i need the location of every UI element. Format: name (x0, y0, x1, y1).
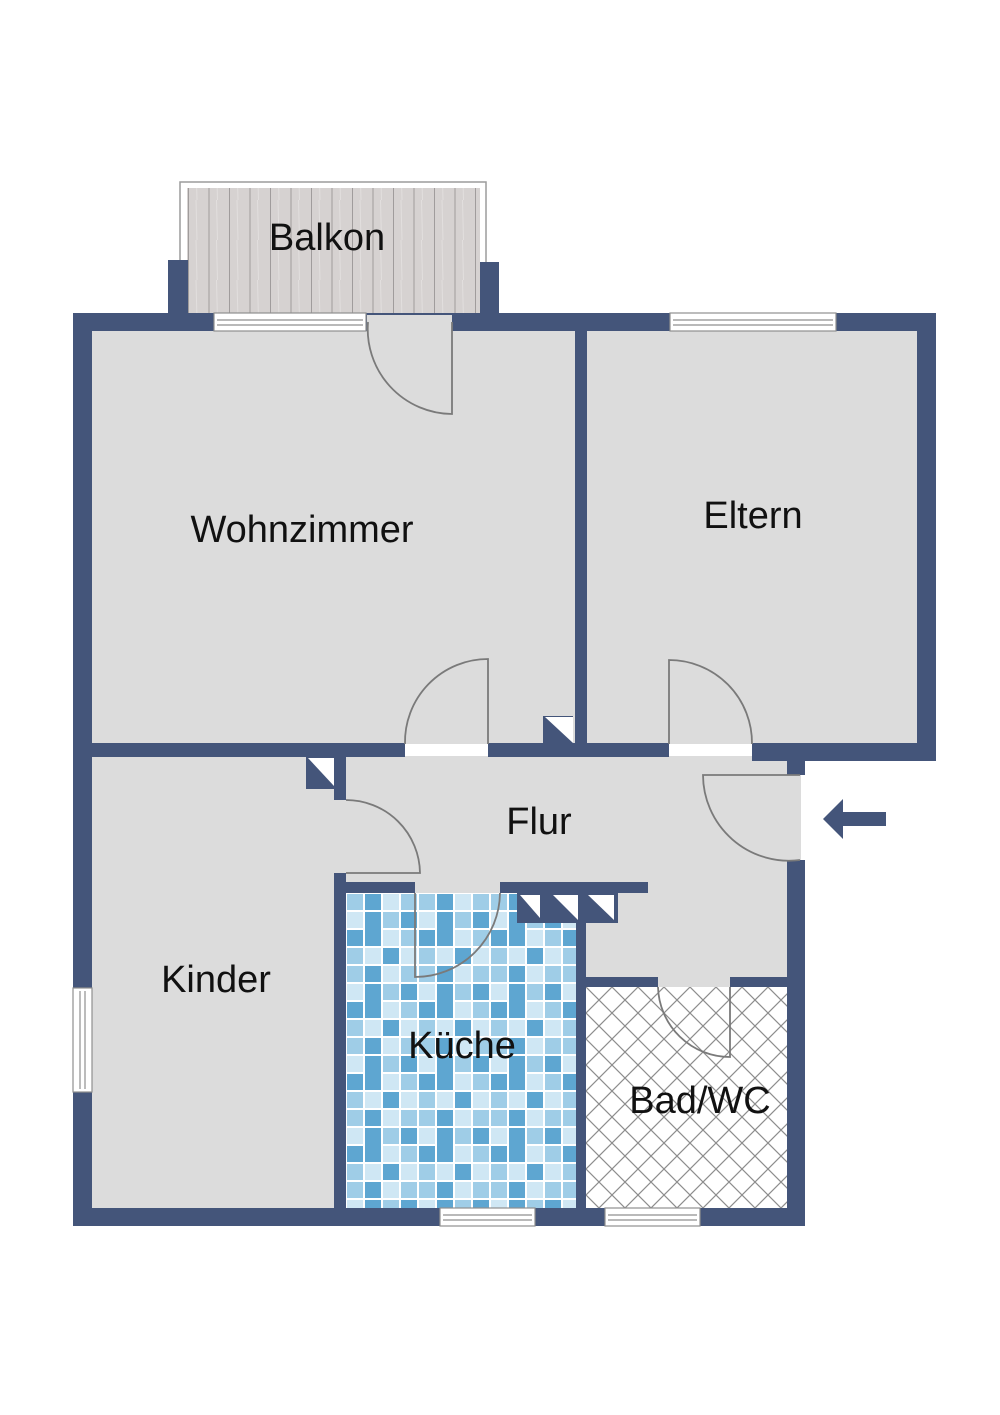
window-bad (604, 1207, 701, 1227)
shaft-markers (308, 717, 614, 920)
room-label-kueche: Küche (408, 1025, 516, 1067)
wohnzimmer-floor (92, 331, 576, 744)
balcony (179, 181, 487, 323)
door-eltern (668, 659, 753, 745)
room-label-balkon: Balkon (268, 217, 386, 259)
window-kinder (72, 987, 93, 1093)
door-entrance (702, 774, 801, 862)
room-label-kinder: Kinder (161, 959, 271, 1001)
room-label-bad: Bad/WC (629, 1080, 771, 1122)
window-kueche (439, 1207, 536, 1227)
doors (345, 315, 801, 1058)
room-label-flur: Flur (506, 801, 572, 843)
kueche-floor (346, 893, 576, 1209)
room-label-eltern: Eltern (703, 495, 803, 537)
window-eltern (669, 312, 837, 332)
kinder-floor (92, 757, 334, 1209)
windows (72, 312, 837, 1227)
eltern-floor (587, 331, 918, 744)
arrow-left-icon (823, 799, 886, 839)
door-wohnzimmer (404, 658, 489, 745)
door-balkon (366, 321, 453, 415)
room-label-wohnzimmer: Wohnzimmer (190, 509, 414, 551)
bad-floor (586, 987, 787, 1209)
door-kinder (345, 799, 421, 874)
door-bad (657, 986, 731, 1058)
door-kueche (414, 892, 501, 978)
window-wohnzimmer (213, 312, 367, 332)
entrance-floor (787, 775, 801, 861)
